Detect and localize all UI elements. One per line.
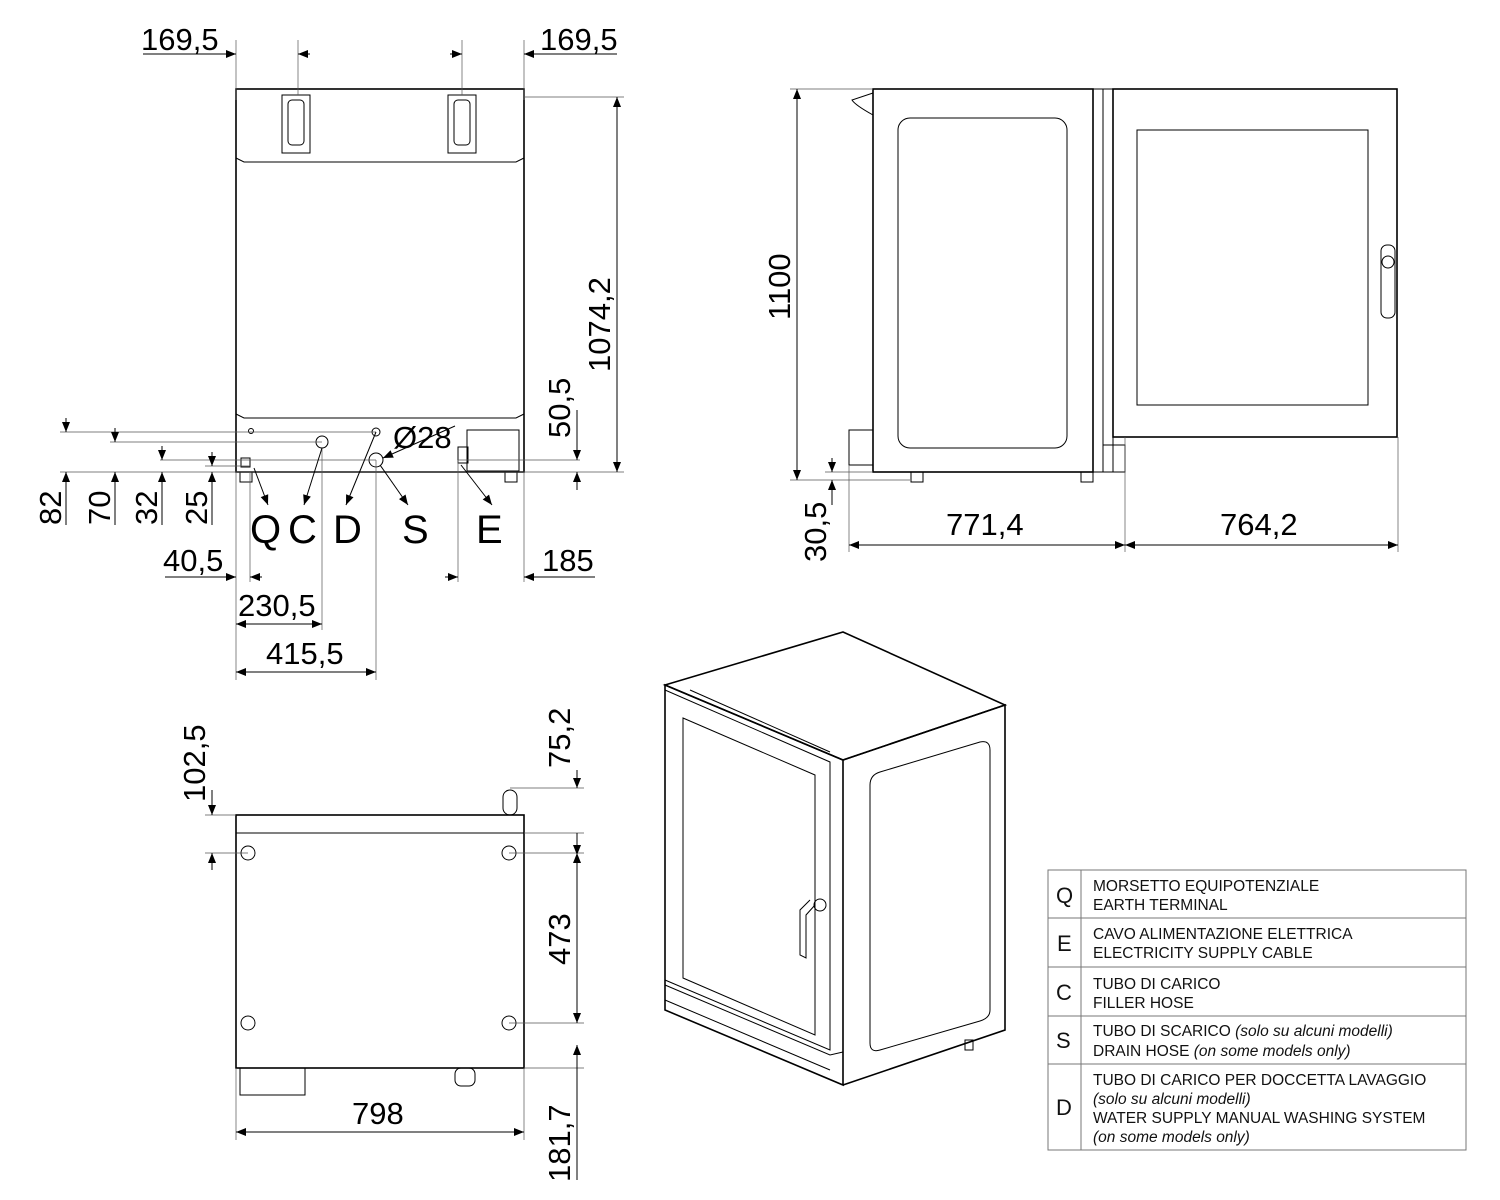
dim-side-height: 1100 (762, 253, 797, 320)
label-d: D (333, 508, 362, 552)
legend-row-e: E CAVO ALIMENTAZIONE ELETTRICA ELECTRICI… (1057, 926, 1353, 962)
dim-top-left: 169,5 (141, 22, 219, 57)
legend-note: (solo su alcuni modelli) (1235, 1023, 1393, 1040)
legend-note: (solo su alcuni modelli) (1093, 1091, 1251, 1108)
label-c: C (288, 508, 317, 552)
label-q: Q (250, 508, 281, 552)
dim-32: 32 (129, 491, 164, 525)
dim-diameter: Ø28 (393, 420, 452, 455)
legend-text: DRAIN HOSE (1093, 1043, 1194, 1060)
side-view: 1100 30,5 771,4 764,2 (762, 88, 1399, 562)
dim-door: 764,2 (1220, 507, 1298, 542)
dim-40-5: 40,5 (163, 543, 223, 578)
legend-text: EARTH TERMINAL (1093, 897, 1228, 914)
isometric-view (662, 631, 1008, 1087)
dim-top-right: 169,5 (540, 22, 618, 57)
legend-text: TUBO DI CARICO PER DOCCETTA LAVAGGIO (1093, 1072, 1426, 1089)
dim-back: 181,7 (542, 1104, 577, 1182)
dim-height: 1074,2 (582, 277, 617, 372)
dim-width: 798 (352, 1096, 404, 1131)
legend-text: CAVO ALIMENTAZIONE ELETTRICA (1093, 926, 1353, 943)
legend-row-c: C TUBO DI CARICO FILLER HOSE (1056, 976, 1220, 1012)
dim-front: 102,5 (177, 724, 212, 802)
label-s: S (402, 508, 429, 552)
door-handle-icon (799, 898, 827, 959)
dim-rear: 75,2 (542, 708, 577, 768)
legend-text: ELECTRICITY SUPPLY CABLE (1093, 945, 1313, 962)
dim-415-5: 415,5 (266, 636, 344, 671)
legend-text: TUBO DI CARICO (1093, 976, 1220, 993)
legend-table: Q MORSETTO EQUIPOTENZIALE EARTH TERMINAL… (1047, 869, 1467, 1151)
legend-key: C (1056, 980, 1072, 1005)
svg-text:DRAIN HOSE (on some models onl: DRAIN HOSE (on some models only) (1093, 1043, 1351, 1060)
legend-text: FILLER HOSE (1093, 995, 1194, 1012)
svg-text:TUBO DI SCARICO (solo su alcun: TUBO DI SCARICO (solo su alcuni modelli) (1093, 1023, 1393, 1040)
label-e: E (476, 508, 503, 552)
legend-note: (on some models only) (1194, 1043, 1351, 1060)
legend-key: Q (1056, 883, 1073, 908)
legend-key: D (1056, 1095, 1072, 1120)
dim-cable-height: 50,5 (542, 378, 577, 438)
dim-230-5: 230,5 (238, 588, 316, 623)
vent-icon (281, 94, 311, 154)
dim-185: 185 (542, 543, 594, 578)
legend-text: MORSETTO EQUIPOTENZIALE (1093, 878, 1319, 895)
legend-row-s: S TUBO DI SCARICO (solo su alcuni modell… (1056, 1023, 1393, 1060)
legend-text: WATER SUPPLY MANUAL WASHING SYSTEM (1093, 1110, 1425, 1127)
dim-foot: 30,5 (798, 502, 833, 562)
dim-82: 82 (33, 491, 68, 525)
top-view: 102,5 75,2 473 181,7 798 (177, 708, 584, 1182)
legend-row-q: Q MORSETTO EQUIPOTENZIALE EARTH TERMINAL (1056, 878, 1319, 914)
dim-70: 70 (82, 491, 117, 525)
door-handle-icon (1380, 244, 1396, 319)
rear-view: 169,5 169,5 1074,2 50,5 Ø28 82 70 32 25 … (33, 22, 624, 680)
dim-feet: 473 (542, 913, 577, 965)
dim-25: 25 (179, 491, 214, 525)
legend-key: E (1057, 931, 1072, 956)
legend-row-d: D TUBO DI CARICO PER DOCCETTA LAVAGGIO (… (1056, 1072, 1426, 1146)
legend-key: S (1056, 1028, 1071, 1053)
legend-note: (on some models only) (1093, 1129, 1250, 1146)
vent-icon (447, 94, 477, 154)
legend-text: TUBO DI SCARICO (1093, 1023, 1235, 1040)
dim-depth: 771,4 (946, 507, 1024, 542)
